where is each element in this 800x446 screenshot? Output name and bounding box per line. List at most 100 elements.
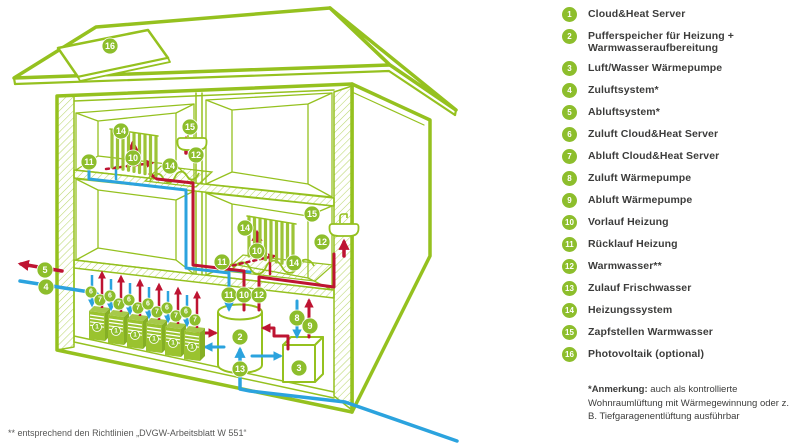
marker-13: 13 (231, 360, 249, 378)
legend-item: 12 Warmwasser** (562, 259, 798, 274)
svg-text:15: 15 (185, 122, 195, 132)
legend-item-label: Warmwasser** (588, 260, 662, 272)
legend-item-label: Zuluftsystem* (588, 84, 659, 96)
marker-7: 7 (188, 313, 202, 327)
svg-text:7: 7 (136, 305, 140, 312)
svg-text:6: 6 (146, 301, 150, 308)
marker-12: 12 (313, 233, 331, 251)
svg-text:10: 10 (239, 290, 249, 300)
svg-text:6: 6 (165, 305, 169, 312)
marker-6: 6 (160, 301, 174, 315)
house-cutaway-diagram: 1614151110121415141210111454111012213893… (12, 6, 459, 443)
marker-3: 3 (290, 359, 308, 377)
legend-note: *Anmerkung: auch als kontrollierte Wohnr… (588, 383, 790, 424)
legend: 1 Cloud&Heat Server 2 Pufferspeicher für… (562, 7, 798, 424)
marker-1: 1 (187, 342, 197, 352)
svg-text:3: 3 (296, 363, 301, 373)
svg-text:5: 5 (42, 265, 47, 275)
legend-number-badge: 4 (562, 83, 577, 98)
svg-text:11: 11 (84, 157, 94, 167)
marker-1: 1 (149, 334, 159, 344)
svg-text:11: 11 (224, 290, 234, 300)
legend-item: 13 Zulauf Frischwasser (562, 281, 798, 296)
marker-6: 6 (122, 293, 136, 307)
svg-text:1: 1 (152, 336, 156, 343)
svg-text:6: 6 (108, 293, 112, 300)
legend-item: 7 Abluft Cloud&Heat Server (562, 149, 798, 164)
legend-item: 8 Zuluft Wärmepumpe (562, 171, 798, 186)
legend-number-badge: 15 (562, 325, 577, 340)
legend-number-badge: 6 (562, 127, 577, 142)
legend-item-label: Vorlauf Heizung (588, 216, 669, 228)
legend-item-label: Zulauf Frischwasser (588, 282, 692, 294)
marker-4: 4 (37, 278, 55, 296)
legend-note-text: auch als kontrollierte Wohnraumlüftung m… (588, 384, 790, 422)
marker-14: 14 (112, 122, 130, 140)
svg-text:7: 7 (155, 309, 159, 316)
legend-item-label: Rücklauf Heizung (588, 238, 678, 250)
legend-item-label: Pufferspeicher für Heizung + Warmwassera… (588, 30, 735, 54)
legend-item: 15 Zapfstellen Warmwasser (562, 325, 798, 340)
marker-6: 6 (179, 305, 193, 319)
legend-number-badge: 2 (562, 29, 577, 44)
svg-text:1: 1 (133, 332, 137, 339)
legend-item: 9 Abluft Wärmepumpe (562, 193, 798, 208)
legend-item-label: Zapfstellen Warmwasser (588, 326, 713, 338)
legend-item: 1 Cloud&Heat Server (562, 7, 798, 22)
svg-text:6: 6 (184, 309, 188, 316)
legend-item: 4 Zuluftsystem* (562, 83, 798, 98)
legend-item-label: Luft/Wasser Wärmepumpe (588, 62, 723, 74)
legend-number-badge: 10 (562, 215, 577, 230)
marker-1: 1 (111, 326, 121, 336)
legend-number-badge: 13 (562, 281, 577, 296)
legend-number-badge: 16 (562, 347, 577, 362)
svg-text:6: 6 (127, 297, 131, 304)
svg-text:14: 14 (240, 223, 250, 233)
marker-10: 10 (124, 149, 142, 167)
legend-item: 10 Vorlauf Heizung (562, 215, 798, 230)
marker-6: 6 (103, 289, 117, 303)
sink-right (328, 213, 360, 237)
svg-text:12: 12 (191, 150, 201, 160)
marker-10: 10 (248, 242, 266, 260)
legend-item: 14 Heizungssystem (562, 303, 798, 318)
marker-15: 15 (181, 118, 199, 136)
legend-number-badge: 7 (562, 149, 577, 164)
legend-item-label: Abluft Cloud&Heat Server (588, 150, 720, 162)
legend-number-badge: 8 (562, 171, 577, 186)
legend-number-badge: 3 (562, 61, 577, 76)
svg-text:10: 10 (252, 246, 262, 256)
marker-15: 15 (303, 205, 321, 223)
legend-item-label: Abluft Wärmepumpe (588, 194, 693, 206)
legend-item: 2 Pufferspeicher für Heizung + Warmwasse… (562, 29, 798, 54)
svg-text:1: 1 (114, 328, 118, 335)
svg-text:13: 13 (235, 364, 245, 374)
legend-item-label: Heizungssystem (588, 304, 673, 316)
legend-item-label: Photovoltaik (optional) (588, 348, 705, 360)
legend-item: 16 Photovoltaik (optional) (562, 347, 798, 362)
marker-8: 8 (288, 309, 306, 327)
marker-2: 2 (231, 328, 249, 346)
svg-text:12: 12 (317, 237, 327, 247)
svg-text:7: 7 (174, 313, 178, 320)
svg-text:1: 1 (171, 340, 175, 347)
legend-item: 5 Abluftsystem* (562, 105, 798, 120)
marker-14: 14 (285, 254, 303, 272)
svg-text:7: 7 (98, 297, 102, 304)
marker-10: 10 (235, 286, 253, 304)
svg-text:10: 10 (128, 153, 138, 163)
marker-16: 16 (101, 37, 119, 55)
svg-text:2: 2 (237, 332, 242, 342)
legend-note-bold: *Anmerkung: (588, 384, 648, 395)
marker-6: 6 (141, 297, 155, 311)
left-wall-cut (56, 94, 75, 351)
legend-item: 3 Luft/Wasser Wärmepumpe (562, 61, 798, 76)
legend-list: 1 Cloud&Heat Server 2 Pufferspeicher für… (562, 7, 798, 362)
legend-item-label: Zuluft Cloud&Heat Server (588, 128, 719, 140)
marker-1: 1 (92, 322, 102, 332)
marker-14: 14 (161, 157, 179, 175)
marker-9: 9 (301, 317, 319, 335)
legend-item-label: Cloud&Heat Server (588, 8, 686, 20)
